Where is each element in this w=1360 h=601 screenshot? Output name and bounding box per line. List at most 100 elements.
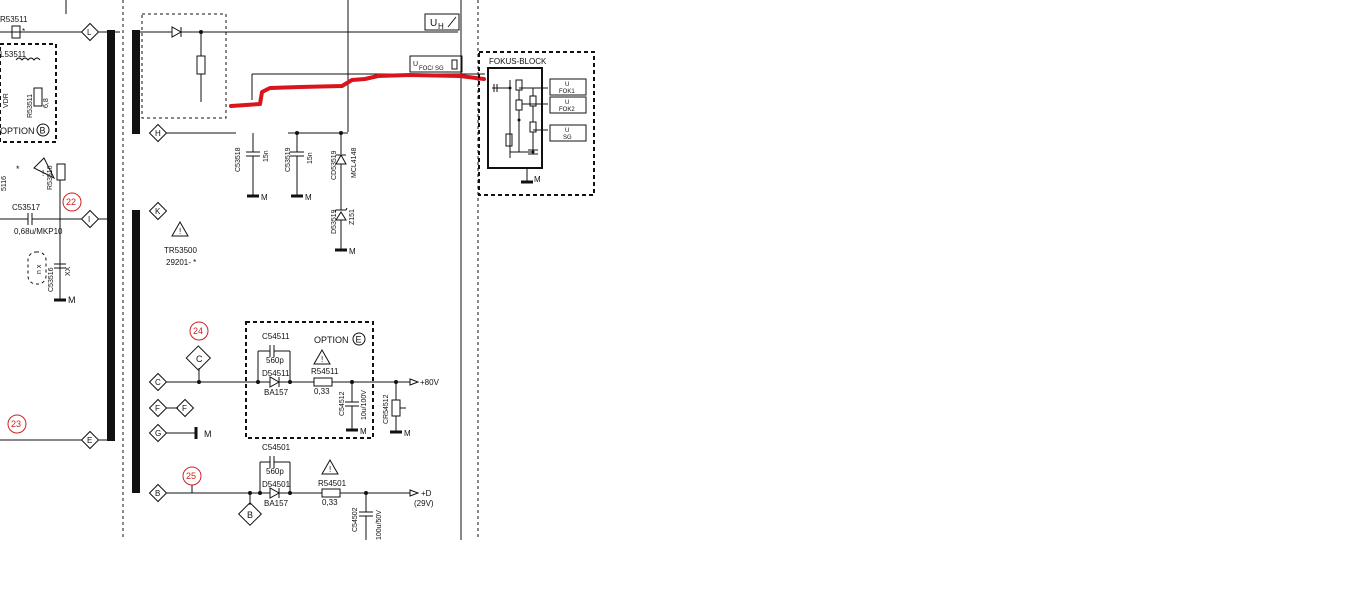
ref-marker-23 (7, 414, 27, 434)
fokus-block-module (487, 67, 543, 169)
plus80-label: +80V (420, 378, 440, 387)
svg-text:FOC/ SG: FOC/ SG (419, 66, 444, 72)
svg-text:!: ! (42, 169, 44, 178)
c53517-label: C53517 (12, 203, 41, 212)
connector-F-target: F (175, 398, 195, 418)
svg-text:C: C (196, 354, 203, 364)
uh-output-box (424, 13, 460, 31)
svg-text:M: M (204, 429, 212, 439)
c53518-label: C53518 (235, 147, 242, 172)
svg-text:!: ! (321, 355, 323, 364)
upper-dashed-box (141, 13, 227, 119)
svg-text:FOK1: FOK1 (559, 89, 575, 95)
option-e-label: OPTION (314, 335, 349, 345)
svg-text:BA157: BA157 (264, 499, 289, 508)
svg-text:23: 23 (11, 419, 21, 429)
svg-text:C53516: C53516 (48, 267, 55, 292)
svg-text:*: * (16, 164, 20, 174)
connector-C: C (148, 372, 168, 392)
svg-text:C54511: C54511 (262, 332, 290, 341)
svg-text:CR54512: CR54512 (383, 394, 390, 424)
svg-text:C54501: C54501 (262, 443, 291, 452)
svg-text:C54512: C54512 (339, 391, 346, 416)
option-b-box (0, 43, 57, 143)
connector-L: L (80, 22, 100, 42)
svg-text:0,33: 0,33 (314, 387, 330, 396)
fokus-output-sg: U SG (549, 124, 587, 142)
main-bus-bar (107, 30, 115, 441)
c53519-label: C53519 (285, 147, 292, 172)
svg-text:5116: 5116 (1, 176, 8, 191)
connector-B-large: B (237, 501, 263, 527)
upper-resistor (196, 55, 206, 75)
winding-upper (132, 30, 140, 134)
r53511-resistor (11, 25, 21, 39)
d54501-diode (269, 487, 281, 499)
svg-text:15n: 15n (307, 152, 314, 164)
svg-text:U: U (413, 61, 418, 68)
svg-text:!: ! (329, 465, 331, 474)
svg-text:B: B (155, 489, 160, 498)
upper-diode (171, 26, 183, 38)
fokus-block-title: FOKUS-BLOCK (489, 57, 547, 66)
svg-text:R53511: R53511 (27, 94, 34, 118)
l53511-label: L53511 (0, 50, 27, 59)
svg-text:H: H (155, 129, 161, 138)
svg-text:C54502: C54502 (352, 507, 359, 532)
connector-E: E (80, 430, 100, 450)
svg-text:CD53519: CD53519 (331, 150, 338, 180)
svg-text:M: M (68, 295, 76, 305)
svg-text:H: H (438, 22, 444, 31)
svg-text:M: M (261, 193, 268, 202)
r54501-resistor (321, 488, 341, 498)
fokus-internal-circuit (492, 79, 548, 158)
connector-K: K (148, 201, 168, 221)
svg-text:R54501: R54501 (318, 479, 347, 488)
svg-text:R54511: R54511 (311, 367, 339, 376)
svg-text:n x: n x (36, 264, 43, 274)
connector-C-large: C (185, 345, 212, 371)
svg-text:22: 22 (66, 197, 76, 207)
svg-text:0,33: 0,33 (322, 498, 338, 507)
svg-text:D54511: D54511 (262, 369, 290, 378)
connector-H: H (148, 123, 168, 143)
svg-text:BA157: BA157 (264, 388, 289, 397)
fokus-output-fok1: U FOK1 (549, 78, 587, 96)
winding-lower (132, 210, 140, 493)
svg-text:E: E (87, 436, 92, 445)
svg-text:15n: 15n (263, 150, 270, 162)
connector-F: F (148, 398, 168, 418)
option-b-label: OPTION (0, 126, 35, 136)
svg-text:E: E (356, 335, 362, 345)
highlight-trace (229, 73, 486, 108)
c53517-value: 0,68u/MKP10 (14, 227, 63, 236)
svg-text:25: 25 (186, 471, 196, 481)
l53511-inductor (15, 57, 41, 61)
fokus-block-outer (478, 51, 595, 196)
warning-icon (171, 220, 189, 237)
svg-text:F: F (182, 404, 187, 413)
warning-icon (321, 458, 339, 475)
svg-text:560p: 560p (266, 356, 284, 365)
r53511b-resistor (33, 87, 43, 107)
svg-text:U: U (565, 82, 569, 88)
svg-text:B: B (247, 510, 253, 520)
connector-B: B (148, 483, 168, 503)
svg-text:F: F (155, 404, 160, 413)
option-e-box (245, 321, 374, 439)
svg-text:SG: SG (563, 135, 572, 141)
svg-text:L: L (87, 28, 92, 37)
plusD-sub-label: (29V) (414, 499, 434, 508)
svg-text:VDR: VDR (3, 93, 10, 108)
d54511-diode (269, 376, 281, 388)
svg-text:M: M (305, 193, 312, 202)
warning-icon (313, 348, 331, 365)
svg-text:G: G (155, 429, 161, 438)
fokus-output-fok2: U FOK2 (549, 96, 587, 114)
svg-text:D54501: D54501 (262, 480, 291, 489)
ref-marker-24 (189, 321, 209, 341)
svg-text:K: K (155, 207, 161, 216)
svg-text:10u/100V: 10u/100V (361, 390, 368, 420)
svg-text:D53519: D53519 (331, 209, 338, 234)
svg-text:100u/50V: 100u/50V (376, 510, 383, 540)
